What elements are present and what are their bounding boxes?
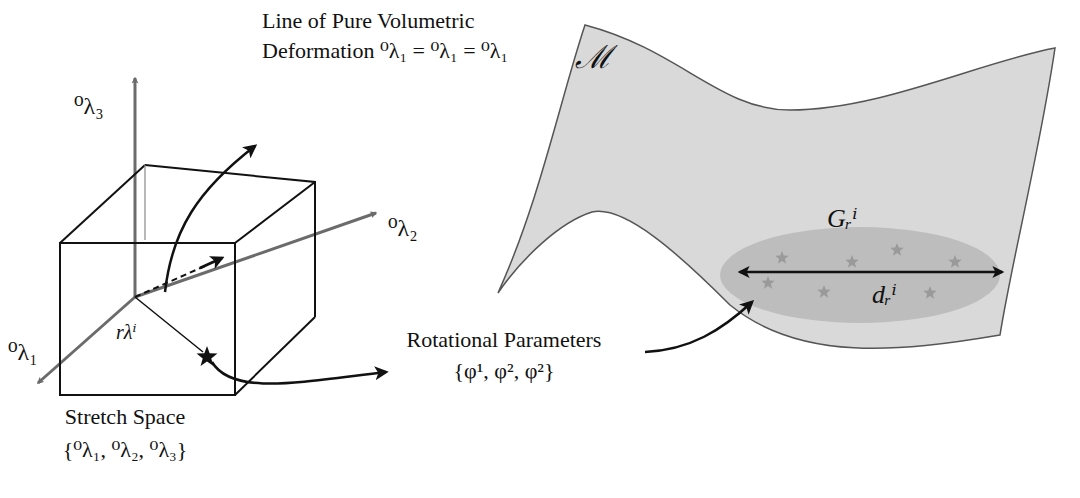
stretch-ray-head (200, 258, 222, 268)
cube (60, 165, 315, 395)
sample-star (845, 255, 858, 268)
sample-star (923, 286, 936, 299)
axis-label: ⁰λ₂ (388, 214, 418, 243)
stretch-ray (135, 266, 205, 297)
parameter-caption: Rotational Parameters {φ¹, φ², φ²} (388, 325, 620, 387)
manifold-region: ℳGᵣⁱdᵣⁱ (495, 18, 1060, 368)
math-label: Gᵣⁱ (827, 203, 857, 234)
ellipse-shape (720, 227, 1000, 323)
neighborhood-ellipse-outline (715, 225, 1005, 325)
diameter-arrow (740, 271, 1002, 274)
sample-star (817, 285, 830, 298)
mapping-arrow (645, 302, 752, 352)
neighborhood-ellipse: Gᵣⁱdᵣⁱ (715, 225, 1005, 325)
axis-caption: Line of Pure Volumetric Deformation ⁰λ₁ … (262, 6, 572, 65)
deviatoric-ray (135, 297, 203, 352)
math-label: dᵣⁱ (872, 279, 897, 310)
sample-star (761, 276, 774, 289)
manifold-label: ℳ (575, 38, 612, 76)
space-caption: Stretch Space {⁰λ₁, ⁰λ₂, ⁰λ₃} (45, 400, 205, 466)
axis-label: ⁰λ₁ (8, 338, 38, 367)
axes (38, 78, 376, 383)
sample-star (775, 251, 788, 264)
manifold-shape (498, 25, 1055, 348)
mapping-arrow (212, 362, 386, 384)
vector-label: rλⁱ (116, 320, 136, 344)
volumetric-line (165, 146, 255, 292)
sample-star (890, 243, 903, 256)
star-point (197, 346, 218, 366)
axis-label: ⁰λ₃ (74, 92, 104, 121)
sample-star (948, 255, 961, 268)
